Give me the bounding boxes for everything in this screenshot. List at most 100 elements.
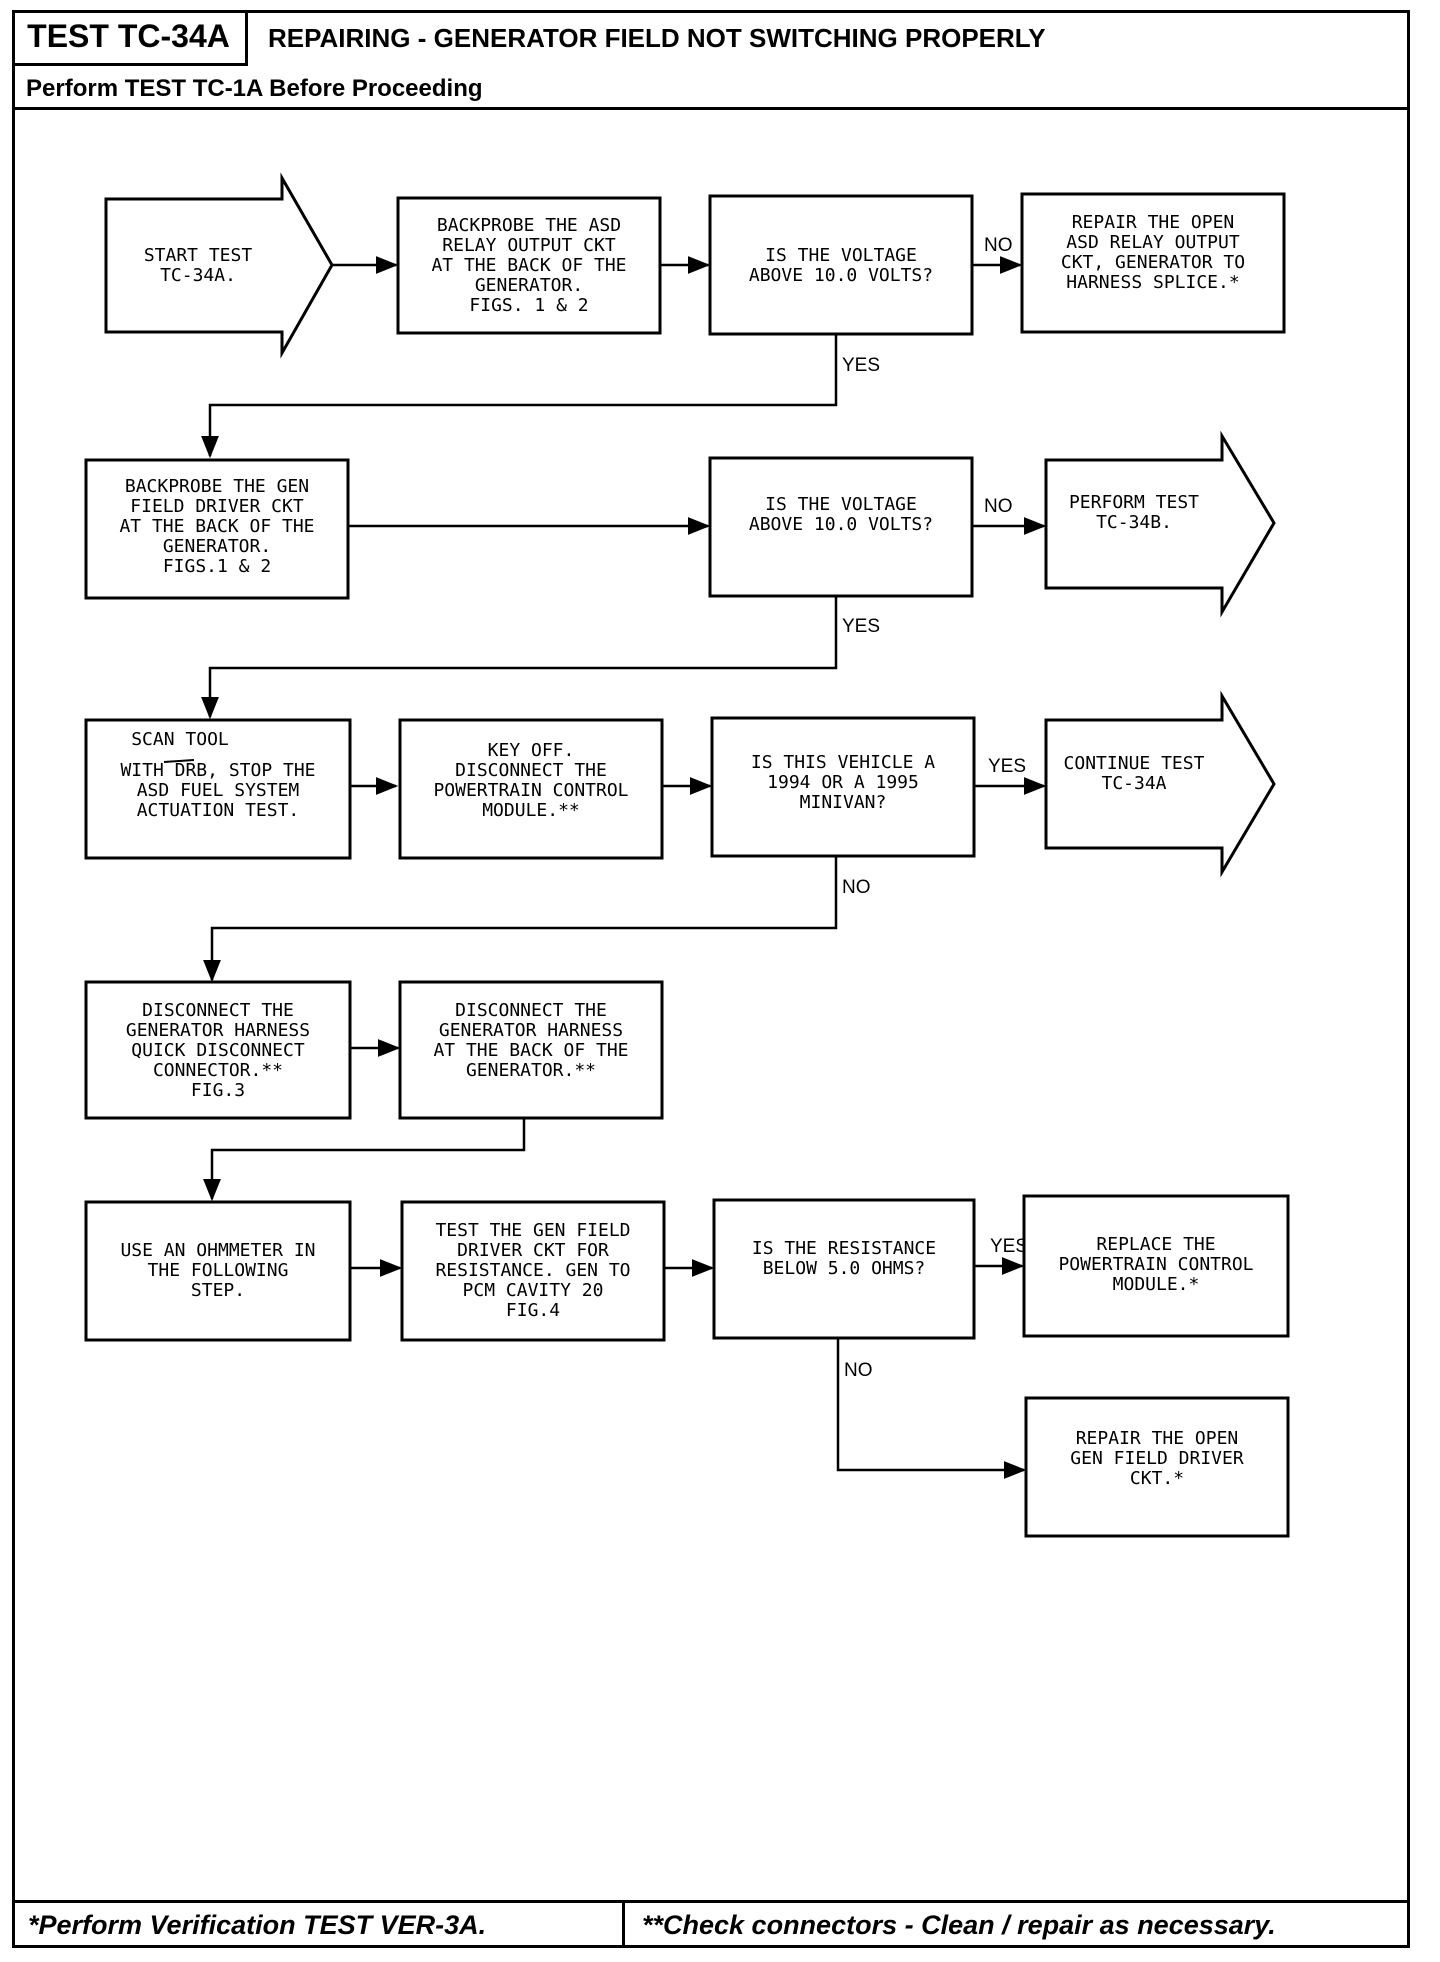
step3-handwritten-annotation: SCAN TOOL [131, 729, 229, 750]
box-text-line: GENERATOR.** [466, 1060, 596, 1081]
label-yes: YES [988, 756, 1026, 777]
box-text-line: TEST THE GEN FIELD [435, 1220, 630, 1241]
box-text-line: CKT.* [1130, 1468, 1184, 1489]
box-text-line: AT THE BACK OF THE [431, 255, 626, 276]
page-title: REPAIRING - GENERATOR FIELD NOT SWITCHIN… [268, 22, 1046, 53]
branch-labels: NO YES NO YES YES NO YES NO [842, 235, 1028, 1381]
box-text-line: IS THE VOLTAGE [765, 494, 917, 515]
box-text-line: CKT, GENERATOR TO [1061, 252, 1245, 273]
box-text-line: THE FOLLOWING [148, 1260, 289, 1281]
label-no: NO [984, 235, 1013, 256]
box-text-line: HARNESS SPLICE.* [1066, 272, 1239, 293]
box-text-line: REPAIR THE OPEN [1076, 1428, 1239, 1449]
box-text-line: RELAY OUTPUT CKT [442, 235, 616, 256]
label-yes: YES [842, 355, 880, 376]
box-text-line: GENERATOR HARNESS [126, 1020, 310, 1041]
box-text-line: ASD RELAY OUTPUT [1066, 232, 1240, 253]
box-text-line: GENERATOR. [163, 536, 271, 557]
label-yes: YES [842, 616, 880, 637]
box-text-line: MINIVAN? [800, 792, 887, 813]
footer-divider [12, 1900, 1410, 1903]
box-text-line: ASD FUEL SYSTEM [137, 780, 300, 801]
box-text-line: FIELD DRIVER CKT [130, 496, 304, 517]
connectors [201, 256, 1047, 1479]
test-id: TEST TC-34A [12, 10, 248, 66]
box-text-line: IS THE RESISTANCE [752, 1238, 936, 1259]
box-text-line: REPLACE THE [1096, 1234, 1215, 1255]
footer-separator [622, 1900, 625, 1948]
box-text-line: DRIVER CKT FOR [457, 1240, 609, 1261]
box-text-line: PCM CAVITY 20 [463, 1280, 604, 1301]
box-text-line: DISCONNECT THE [455, 1000, 607, 1021]
box-text-line: PERFORM TEST [1069, 492, 1199, 513]
box-text-line: AT THE BACK OF THE [433, 1040, 628, 1061]
box-text-line: REPAIR THE OPEN [1072, 212, 1235, 233]
header-divider [12, 107, 1410, 110]
strikethrough-mark [163, 759, 195, 763]
box-text-line: GENERATOR. [475, 275, 583, 296]
page-frame [12, 10, 1410, 1948]
box-text-line: GENERATOR HARNESS [439, 1020, 623, 1041]
box-text-line: TC-34A. [160, 265, 236, 286]
box-text-line: FIGS.1 & 2 [163, 556, 271, 577]
box-text-line: IS THE VOLTAGE [765, 245, 917, 266]
box-text-line: POWERTRAIN CONTROL [433, 780, 628, 801]
box-text-line: ABOVE 10.0 VOLTS? [749, 265, 933, 286]
box-text-line: MODULE.** [482, 800, 580, 821]
label-no: NO [844, 1360, 873, 1381]
box-text-line: 1994 OR A 1995 [767, 772, 919, 793]
box-text-line: QUICK DISCONNECT [131, 1040, 305, 1061]
box-text-line: FIG.3 [191, 1080, 245, 1101]
box-text-line: IS THIS VEHICLE A [751, 752, 935, 773]
box-text-line: POWERTRAIN CONTROL [1058, 1254, 1253, 1275]
box-text-line: DISCONNECT THE [455, 760, 607, 781]
box-text-line: STEP. [191, 1280, 245, 1301]
box-text-line: TC-34B. [1096, 512, 1172, 533]
box-text-line: GEN FIELD DRIVER [1070, 1448, 1244, 1469]
box-text-line: FIG.4 [506, 1300, 560, 1321]
footer-note-double: **Check connectors - Clean / repair as n… [642, 1909, 1276, 1940]
box-text-line: CONTINUE TEST [1064, 753, 1205, 774]
label-no: NO [984, 496, 1013, 517]
box-text-line: KEY OFF. [488, 740, 575, 761]
footer-note-single: *Perform Verification TEST VER-3A. [28, 1909, 487, 1940]
box-text-line: DISCONNECT THE [142, 1000, 294, 1021]
label-no: NO [842, 877, 871, 898]
box-text-line: BELOW 5.0 OHMS? [763, 1258, 926, 1279]
box-text-line: FIGS. 1 & 2 [469, 295, 588, 316]
prerequisite-note: Perform TEST TC-1A Before Proceeding [26, 75, 483, 102]
box-text-line: CONNECTOR.** [153, 1060, 283, 1081]
label-yes: YES [990, 1236, 1028, 1257]
